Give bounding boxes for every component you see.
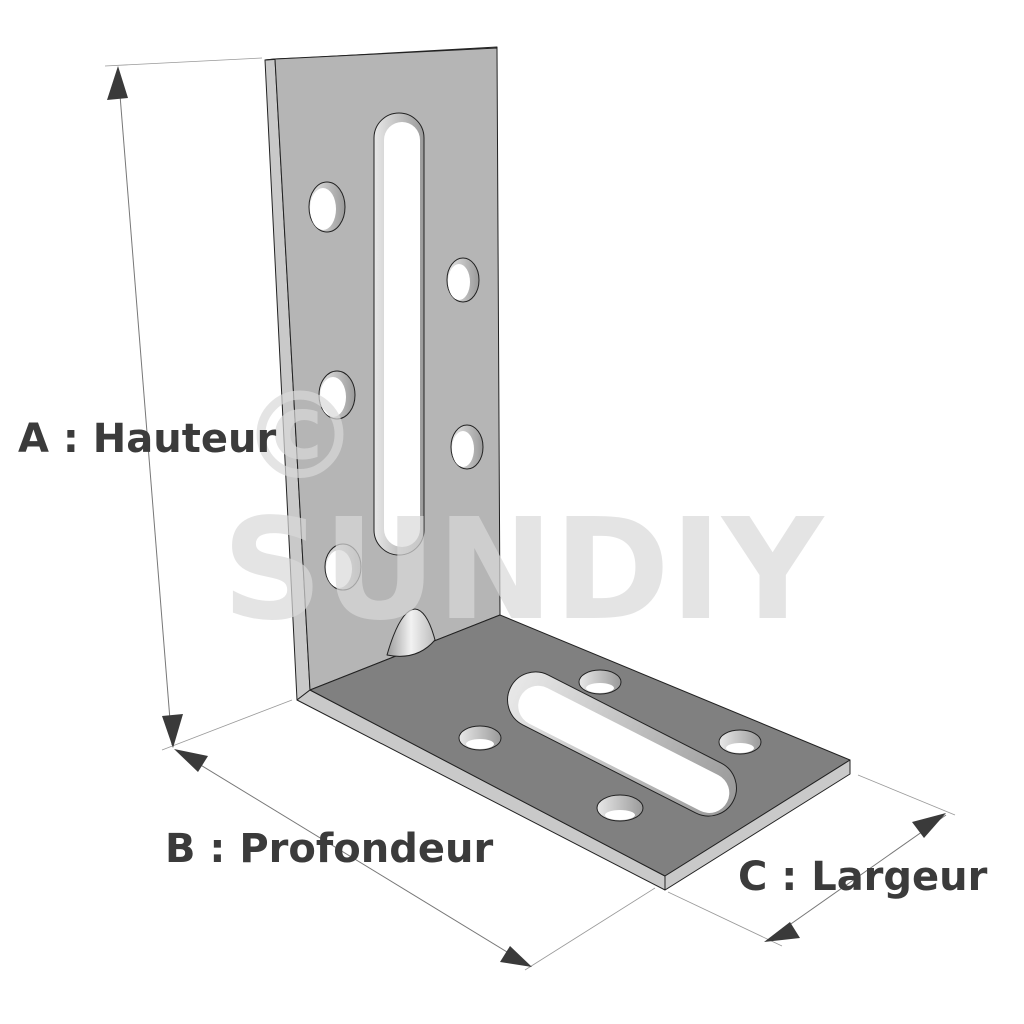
arrow-icon: [174, 749, 208, 772]
label-depth: B : Profondeur: [165, 826, 493, 872]
label-width: C : Largeur: [738, 854, 988, 900]
label-height: A : Hauteur: [18, 416, 276, 462]
base-slot: [507, 671, 737, 817]
stiffener-bump: [386, 608, 436, 657]
dimension-a-height: [104, 57, 293, 751]
arrow-down-icon: [162, 714, 183, 748]
dimension-c-width: [667, 774, 956, 947]
arrow-up-icon: [107, 66, 128, 100]
vertical-holes: [308, 181, 484, 591]
arrow-icon: [912, 813, 946, 838]
dimension-b-depth: [174, 749, 656, 971]
watermark-text: SUNDIY: [222, 489, 825, 652]
arrow-icon: [764, 922, 800, 942]
l-bracket: [264, 46, 851, 891]
arrow-icon: [500, 946, 532, 967]
watermark-copyright: ©: [240, 368, 360, 507]
base-holes: [458, 669, 762, 822]
